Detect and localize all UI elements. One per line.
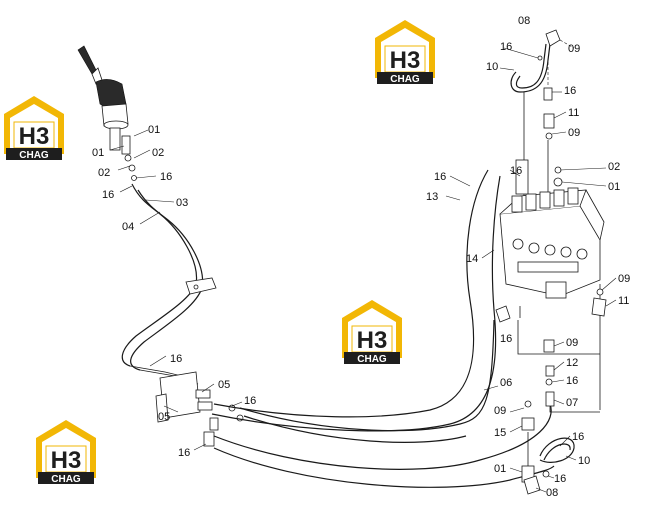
label-16: 16: [500, 41, 512, 53]
label-16: 16: [178, 447, 190, 459]
joystick-hoses: [121, 183, 217, 371]
label-11: 11: [568, 107, 579, 119]
leader-lines: [109, 47, 617, 493]
watermark-logo-bottom-left: H3 CHAG: [36, 420, 96, 485]
joystick-assembly: [77, 45, 137, 181]
label-16: 16: [500, 333, 512, 345]
label-16: 16: [564, 85, 576, 97]
label-01: 01: [92, 147, 104, 159]
label-09: 09: [618, 273, 630, 285]
watermark-logo-left-top: H3 CHAG: [4, 96, 64, 161]
label-10: 10: [486, 61, 498, 73]
label-16: 16: [434, 171, 446, 183]
label-06: 06: [500, 377, 512, 389]
logo-mark: H3: [51, 447, 82, 474]
label-09: 09: [566, 337, 578, 349]
logo-mark: H3: [357, 327, 388, 354]
watermark-logo-center: H3 CHAG: [342, 300, 402, 365]
label-01: 01: [608, 181, 620, 193]
logo-word: CHAG: [51, 474, 81, 485]
label-16: 16: [510, 165, 522, 177]
label-16: 16: [572, 431, 584, 443]
label-09: 09: [568, 43, 580, 55]
watermark-logo-top: H3 CHAG: [375, 20, 435, 85]
logo-mark: H3: [19, 123, 50, 150]
label-13: 13: [426, 191, 438, 203]
logo-word: CHAG: [19, 150, 49, 161]
logo-mark: H3: [390, 47, 421, 74]
label-07: 07: [566, 397, 578, 409]
label-09: 09: [568, 127, 580, 139]
label-08: 08: [518, 15, 530, 27]
label-12: 12: [566, 357, 578, 369]
label-16: 16: [102, 189, 114, 201]
label-02: 02: [152, 147, 164, 159]
main-hoses: [211, 169, 555, 488]
label-02: 02: [608, 161, 620, 173]
label-03: 03: [176, 197, 188, 209]
label-16: 16: [160, 171, 172, 183]
label-04: 04: [122, 221, 134, 233]
label-16: 16: [554, 473, 566, 485]
label-08: 08: [546, 487, 558, 499]
label-14: 14: [466, 253, 478, 265]
label-10: 10: [578, 455, 590, 467]
label-02: 02: [98, 167, 110, 179]
label-16: 16: [170, 353, 182, 365]
label-01: 01: [494, 463, 506, 475]
part-labels: 01 01 02 02 16 16 03 04 16 05 05 16 16 1…: [92, 15, 630, 499]
label-09: 09: [494, 405, 506, 417]
logo-word: CHAG: [390, 74, 420, 85]
logo-word: CHAG: [357, 354, 387, 365]
label-16: 16: [244, 395, 256, 407]
label-05: 05: [158, 411, 170, 423]
label-16: 16: [566, 375, 578, 387]
label-11: 11: [618, 295, 629, 307]
label-05: 05: [218, 379, 230, 391]
control-valve: [499, 159, 605, 299]
label-15: 15: [494, 427, 506, 439]
label-01: 01: [148, 124, 160, 136]
lower-bracket: [129, 365, 244, 447]
